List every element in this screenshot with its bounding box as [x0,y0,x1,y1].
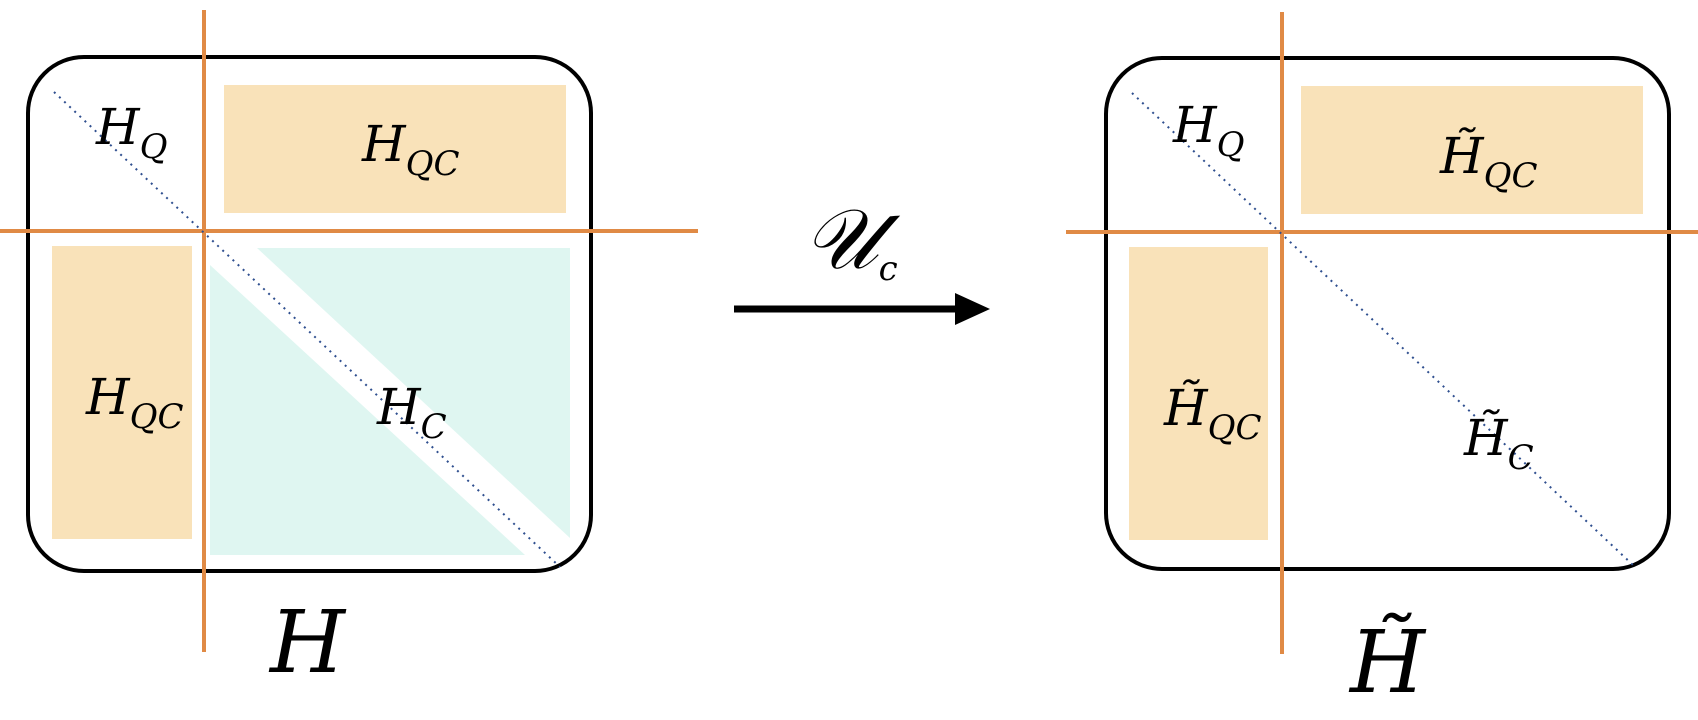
left-hc-upper-block [257,248,570,538]
right-hc-label: H̃C [1463,408,1534,478]
transform-operator-label: 𝒰c [803,190,901,289]
right-matrix: HQ H̃QC H̃QC H̃C H̃ [1066,12,1698,713]
right-matrix-name: H̃ [1348,612,1427,713]
right-hqc-top-label: H̃QC [1439,126,1538,196]
right-matrix-frame [1104,56,1671,571]
right-hqc-left-label: H̃QC [1163,378,1262,448]
transform-arrowhead [955,293,990,325]
left-hc-lower-block [210,265,525,555]
left-hq-label: HQ [95,98,167,167]
left-hqc-left-block [52,246,192,539]
left-hc-label: HC [376,378,447,447]
right-hq-label: HQ [1172,96,1244,165]
right-dotted-diagonal [1131,92,1635,567]
transform-arrow-group: 𝒰c [734,190,990,325]
left-hqc-top-block [224,85,566,213]
left-hqc-left-label: HQC [85,368,184,437]
left-matrix: HQ HQC HQC HC H [0,10,698,693]
left-matrix-frame [26,55,593,573]
right-hqc-left-block [1129,247,1268,540]
left-matrix-name: H [268,593,347,693]
left-hqc-top-label: HQC [361,115,460,184]
right-hqc-top-block [1301,86,1643,214]
